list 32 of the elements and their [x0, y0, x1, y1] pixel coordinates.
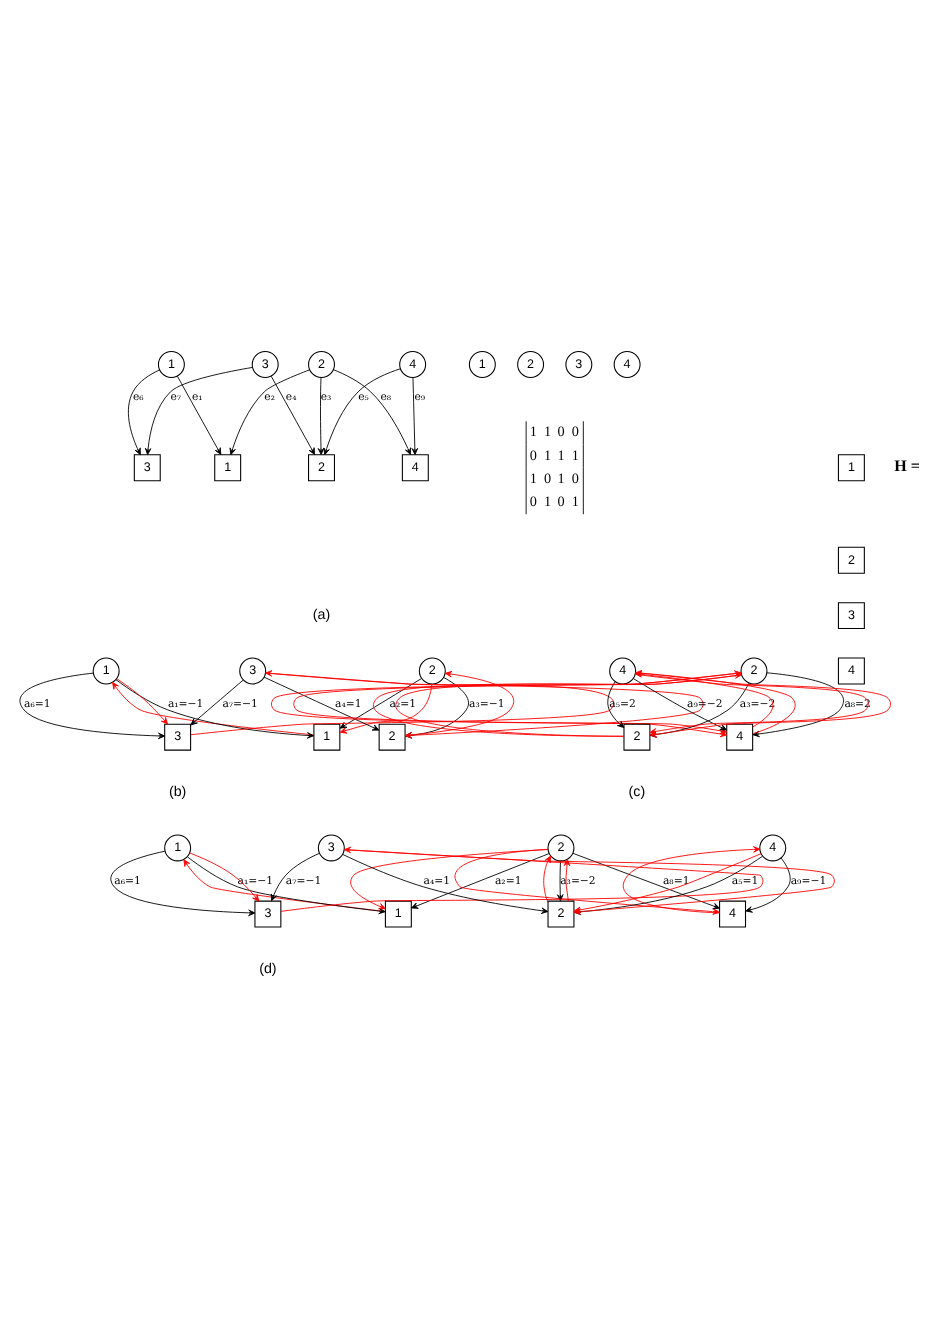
arrow [323, 368, 401, 456]
arrow [176, 375, 222, 455]
arrow [144, 367, 253, 456]
arrow [189, 852, 260, 902]
arrow [411, 853, 550, 909]
arrow [190, 670, 615, 736]
arrow [127, 369, 160, 456]
arrow [190, 679, 244, 726]
arrow [633, 678, 727, 731]
arrow [543, 855, 551, 903]
arrow [745, 857, 791, 913]
arrow [623, 846, 761, 914]
arrow [557, 860, 564, 902]
arrow [607, 681, 625, 728]
arrow [572, 852, 720, 910]
arrow [752, 672, 844, 738]
arrow [229, 369, 310, 456]
arrow [404, 670, 515, 736]
label: H = [894, 456, 920, 475]
arrow [404, 677, 469, 739]
arrow [333, 369, 411, 455]
arrow [339, 683, 433, 734]
arrow [110, 850, 256, 917]
arrow [270, 375, 316, 455]
arrow [411, 377, 419, 456]
arrow [563, 859, 571, 902]
arrow [270, 853, 320, 902]
arrow [317, 377, 325, 456]
arrow [339, 678, 422, 729]
arrow [116, 678, 168, 725]
arrow [19, 672, 166, 740]
arrow [263, 676, 380, 731]
